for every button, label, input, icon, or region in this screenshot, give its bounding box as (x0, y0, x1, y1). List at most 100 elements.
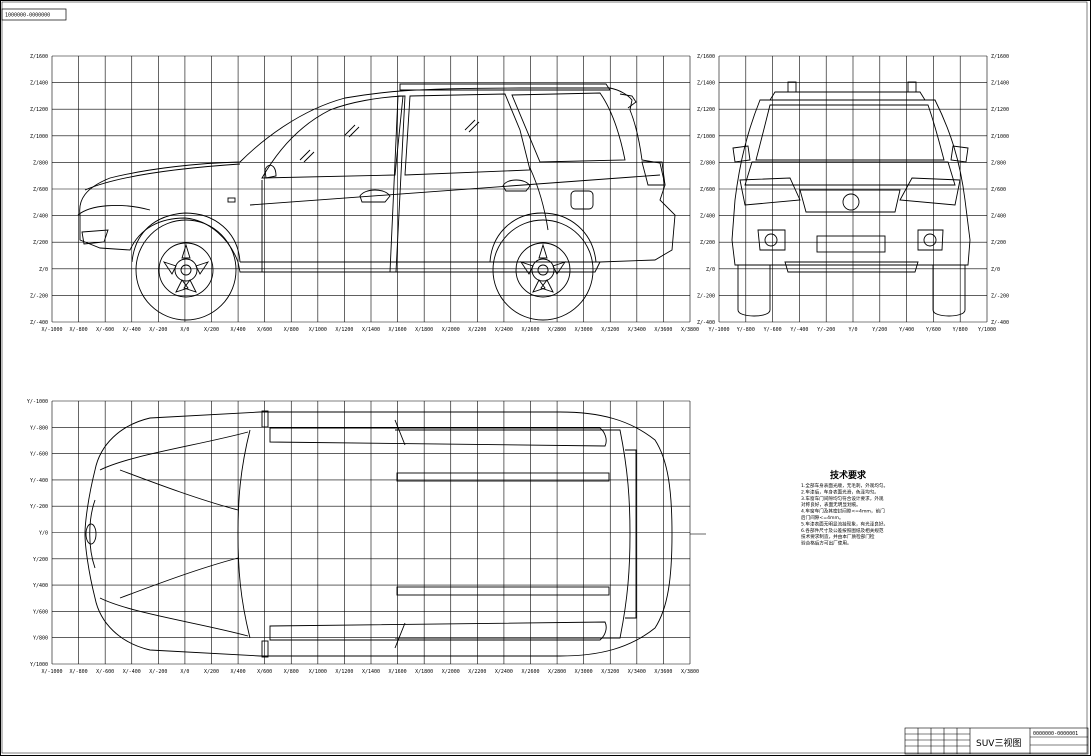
mirror-left (732, 145, 751, 163)
front-grid-y-tick-label: Z/800 (700, 160, 715, 166)
b-pillar (389, 95, 406, 273)
note-line: 5.车漆表面无明显流挂现象，有光泽良好。 (801, 520, 888, 527)
front-roof (769, 91, 926, 101)
side-window-front (261, 95, 404, 179)
title-block (904, 727, 1089, 755)
top-grid-x-tick-label: X/2800 (548, 669, 566, 675)
side-grid-x-tick-label: X/-600 (96, 327, 114, 333)
side-grid-x-tick-label: X/2200 (468, 327, 486, 333)
hood-top (99, 431, 249, 637)
front-grid-y-tick-label: Z/600 (700, 187, 715, 193)
front-bumper-top (89, 499, 96, 569)
side-window-top (269, 427, 607, 447)
belt-line (249, 174, 661, 206)
technical-notes: 技术要求 1.全部车身表面光顺，无毛刺，外观均匀。2.车漆后，车身表面光滑，色泽… (801, 469, 888, 547)
hood-front (744, 161, 956, 186)
side-grid-x-tick-label: X/2400 (495, 327, 513, 333)
roof-rail-top-2 (396, 586, 610, 596)
front-grid-y-tick-label: Z/1400 (697, 81, 715, 87)
top-body-outline (84, 411, 673, 657)
side-grid-x-tick-label: X/1400 (362, 327, 380, 333)
glass-mark-2 (344, 124, 360, 138)
side-grid-y-tick-label: Z/200 (33, 240, 48, 246)
side-window-bottom (269, 621, 607, 641)
top-grid-x-tick-label: X/1600 (389, 669, 407, 675)
headlamp-right (899, 177, 961, 206)
top-grid-x-tick-label: X/3600 (654, 669, 672, 675)
side-grid-x-tick-label: X/800 (284, 327, 299, 333)
side-grid-x-tick-label: X/-400 (123, 327, 141, 333)
side-grid-x-tick-label: X/1000 (309, 327, 327, 333)
side-grid-x-tick-label: X/0 (180, 327, 189, 333)
front-grid-y-tick-label: Z/400 (700, 214, 715, 220)
side-grid-x-tick-label: X/-800 (70, 327, 88, 333)
hood-crease (119, 469, 239, 599)
front-grid-y-tick-label-right: Z/1200 (991, 107, 1009, 113)
front-grid-y-tick-label: Z/200 (700, 240, 715, 246)
top-grid-y-tick-label: Y/-200 (30, 504, 48, 510)
top-view-grid (51, 400, 706, 665)
side-grid-y-tick-label: Z/800 (33, 160, 48, 166)
top-grid-x-tick-label: X/-800 (70, 669, 88, 675)
rear-window-top (625, 449, 637, 619)
top-grid-y-tick-label: Y/-600 (30, 452, 48, 458)
title-block-code: 0000000-0000001 (1033, 731, 1078, 737)
side-grid-x-tick-label: X/600 (257, 327, 272, 333)
side-view-grid (51, 55, 691, 323)
top-grid-x-tick-label: X/600 (257, 669, 272, 675)
top-grid-x-tick-label: X/1400 (362, 669, 380, 675)
plate (816, 235, 886, 253)
front-grid-y-tick-label-right: Z/400 (991, 214, 1006, 220)
top-grid-x-tick-label: X/400 (231, 669, 246, 675)
top-grid-x-tick-label: X/3400 (628, 669, 646, 675)
side-grid-x-tick-label: X/3600 (654, 327, 672, 333)
side-grid-x-tick-label: X/-1000 (41, 327, 62, 333)
top-grid-x-tick-label: X/200 (204, 669, 219, 675)
front-grid-y-tick-label-right: Z/-200 (991, 293, 1009, 299)
top-grid-x-tick-label: X/-1000 (41, 669, 62, 675)
fuel-cap (570, 190, 594, 210)
side-grid-x-tick-label: X/3000 (575, 327, 593, 333)
lower-intake (784, 261, 919, 273)
top-grid-x-tick-label: X/0 (180, 669, 189, 675)
side-grid-y-tick-label: Z/1600 (30, 54, 48, 60)
fog-left-lamp (764, 233, 778, 247)
headlamp-left (739, 177, 801, 206)
front-view-car (731, 81, 971, 317)
top-grid-y-tick-label: Y/600 (33, 609, 48, 615)
top-grid-x-tick-label: X/3000 (575, 669, 593, 675)
front-grid-y-tick-label-right: Z/1000 (991, 134, 1009, 140)
front-bumper (77, 205, 151, 216)
front-grid-x-tick-label: Y/-200 (817, 327, 835, 333)
front-grid-y-tick-label-right: Z/200 (991, 240, 1006, 246)
top-grid-x-tick-label: X/-200 (149, 669, 167, 675)
windshield (755, 104, 945, 161)
front-grid-x-tick-label: Y/200 (872, 327, 887, 333)
front-badge-top (85, 523, 97, 545)
note-line: 6.各部件尺寸及公差按照图纸及相关规范 (801, 527, 884, 534)
door-line-rear (529, 167, 549, 231)
top-grid-x-tick-label: X/-600 (96, 669, 114, 675)
front-grid-x-tick-label: Y/-600 (764, 327, 782, 333)
fog-lamp (81, 229, 109, 245)
top-grid-y-tick-label: Y/1000 (30, 662, 48, 668)
side-grid-x-tick-label: X/2800 (548, 327, 566, 333)
note-line: 验合格后方可出厂使用。 (801, 540, 852, 547)
mirror-top-left (261, 410, 269, 428)
front-grid-x-tick-label: Y/-400 (790, 327, 808, 333)
top-grid-x-tick-label: X/-400 (123, 669, 141, 675)
roof-rail-top-1 (396, 472, 610, 482)
front-grid-x-tick-label: Y/0 (848, 327, 857, 333)
top-grid-x-tick-label: X/2200 (468, 669, 486, 675)
front-grid-x-tick-label: Y/-1000 (708, 327, 729, 333)
top-view-car (84, 410, 673, 658)
tyre-right (932, 265, 966, 317)
top-grid-x-tick-label: X/1800 (415, 669, 433, 675)
side-window-rear (511, 92, 626, 163)
side-grid-x-tick-label: X/3800 (681, 327, 699, 333)
top-grid-x-tick-label: X/800 (284, 669, 299, 675)
